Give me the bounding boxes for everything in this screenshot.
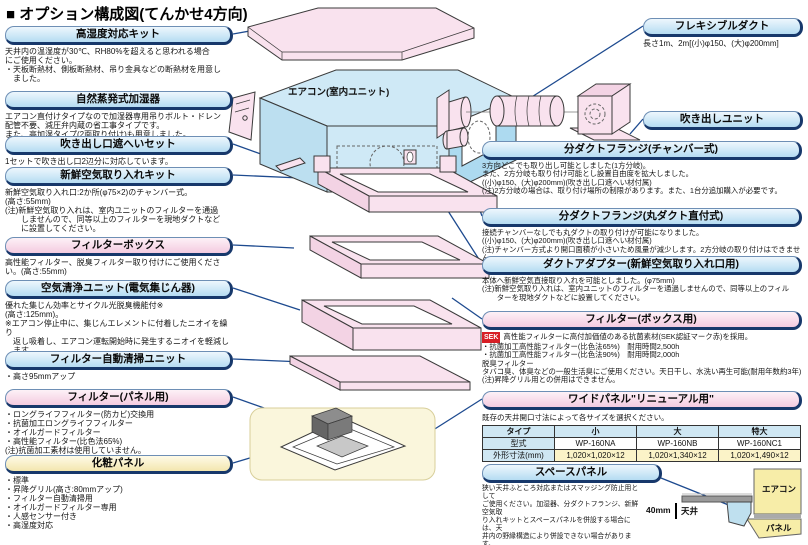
dimension-row-label: 外形寸法(mm)	[482, 449, 555, 462]
box-blowout-unit-header: 吹き出しユニット	[643, 111, 803, 130]
box-filter-for-panel-body: ・ロングライフフィルター(防カビ)交換用 ・抗菌加工ロングライフフィルター ・オ…	[5, 410, 155, 456]
col-large: 大	[636, 425, 719, 438]
box-duct-adapter-body: 本体へ新鮮空気直接取り入れを可能としました。(φ75mm) (注)新鮮空気取り入…	[482, 276, 790, 302]
dimension-large: 1,020×1,340×12	[636, 449, 719, 462]
flexible-duct-drawing	[466, 95, 580, 127]
box-natural-evap-humidifier-header: 自然蒸発式加湿器	[5, 91, 233, 110]
model-row-label: 型式	[482, 437, 555, 450]
box-filter-box: フィルターボックス 高性能フィルター、脱臭フィルター取り付けにご使用くださ い。…	[5, 237, 233, 276]
round-flange-drawing	[442, 127, 469, 150]
box-filter-auto-clean-unit-header: フィルター自動清掃ユニット	[5, 351, 233, 370]
box-filter-auto-clean-unit: フィルター自動清掃ユニット ・高さ95mmアップ	[5, 351, 233, 381]
box-natural-evap-humidifier-body: エアコン直付けタイプなので加湿器専用吊りボルト・ドレン 配管不要、減圧弁内蔵の省…	[5, 112, 221, 140]
box-fresh-air-intake-kit: 新鮮空気取り入れキット 新鮮空気取り入れ口:2か所(φ75×2)のチャンバー式。…	[5, 167, 233, 233]
box-branch-duct-flange-chamber: 分ダクトフランジ(チャンバー式) 3方向どこでも取り出し可能としました(1方分岐…	[482, 141, 802, 195]
air-clean-unit-drawing	[301, 299, 482, 351]
ac-unit-label: エアコン(室内ユニット)	[288, 87, 390, 98]
box-duct-adapter-header: ダクトアダプター(新鮮空気取り入れ口用)	[482, 256, 802, 275]
wide-panel-table-header-row: タイプ 小 大 特大	[482, 425, 801, 438]
col-xlarge: 特大	[718, 425, 801, 438]
box-high-humidity-kit-body: 天井内の温湿度が30℃、RH80%を超えると思われる場合 にご使用ください。 ・…	[5, 47, 221, 84]
ceiling-label: 天井	[681, 506, 699, 516]
dimension-xlarge: 1,020×1,490×12	[718, 449, 801, 462]
wide-panel-caption: 既存の天井開口寸法によって各サイズを選択ください。	[482, 413, 669, 422]
box-branch-duct-flange-round: 分ダクトフランジ(丸ダクト直付式) 接続チャンバーなしでも丸ダクトの取り付けが可…	[482, 208, 802, 262]
decor-panel-drawing	[249, 407, 436, 481]
filter-box-drawing	[309, 235, 490, 279]
humidifier-drawing	[228, 91, 256, 141]
model-small: WP-160NA	[554, 437, 637, 450]
box-filter-box-header: フィルターボックス	[5, 237, 233, 256]
fresh-air-kit-drawing	[313, 149, 498, 213]
box-natural-evap-humidifier: 自然蒸発式加湿器 エアコン直付けタイプなので加湿器専用吊りボルト・ドレン 配管不…	[5, 91, 233, 139]
box-wide-panel: ワイドパネル"リニューアル用" 既存の天井開口寸法によって各サイズを選択ください…	[482, 391, 802, 462]
dimension-label: 40mm	[646, 505, 671, 515]
box-high-humidity-kit-header: 高湿度対応キット	[5, 26, 233, 45]
box-outlet-shield-set-body: 1セットで吹き出し口2辺分に対応しています。	[5, 157, 173, 166]
box-flexible-duct-body: 長さ1m、2m[(小)φ150、(大)φ200mm]	[643, 39, 779, 48]
box-duct-adapter: ダクトアダプター(新鮮空気取り入れ口用) 本体へ新鮮空気直接取り入れを可能としま…	[482, 256, 802, 302]
box-filter-for-panel: フィルター(パネル用) ・ロングライフフィルター(防カビ)交換用 ・抗菌加工ロン…	[5, 389, 233, 455]
box-outlet-shield-set-header: 吹き出し口遮へいセット	[5, 136, 233, 155]
wide-panel-table: タイプ 小 大 特大 型式 WP-160NA WP-160NB WP-160NC…	[482, 425, 801, 462]
box-air-cleaning-unit-header: 空気清浄ユニット(電気集じん器)	[5, 280, 233, 299]
box-space-panel-body: 狭い天井ふところ対応またはスマッジング防止用として ご使用ください。加湿器、分ダ…	[482, 485, 639, 545]
box-outlet-shield-set: 吹き出し口遮へいセット 1セットで吹き出し口2辺分に対応しています。	[5, 136, 233, 166]
panel-section-label: パネル	[766, 523, 792, 533]
box-decorative-panel-body: ・標準 ・昇降グリル(高さ:80mmアップ) ・フィルター自動清掃用 ・オイルガ…	[5, 476, 123, 531]
box-space-panel: スペースパネル 狭い天井ふところ対応またはスマッジング防止用として ご使用くださ…	[482, 464, 662, 545]
outlet-shield-drawing	[275, 157, 306, 172]
box-air-cleaning-unit: 空気清浄ユニット(電気集じん器) 優れた集じん効率とサイクル光脱臭機能付※ (高…	[5, 280, 233, 355]
dimension-small: 1,020×1,020×12	[554, 449, 637, 462]
page-title: ■ オプション構成図(てんかせ4方向)	[6, 6, 248, 23]
sek-certification-badge: SEK	[482, 332, 501, 343]
box-fresh-air-intake-kit-body: 新鮮空気取り入れ口:2か所(φ75×2)のチャンバー式。 (高さ:55mm) (…	[5, 188, 221, 234]
wide-panel-table-dimension-row: 外形寸法(mm) 1,020×1,020×12 1,020×1,340×12 1…	[482, 449, 801, 462]
box-blowout-unit: 吹き出しユニット	[643, 111, 803, 130]
box-branch-duct-flange-round-header: 分ダクトフランジ(丸ダクト直付式)	[482, 208, 802, 227]
auto-clean-plate-drawing	[289, 355, 471, 391]
box-air-cleaning-unit-body: 優れた集じん効率とサイクル光脱臭機能付※ (高さ:125mm)。 ※エアコン停止…	[5, 301, 229, 355]
box-filter-auto-clean-unit-body: ・高さ95mmアップ	[5, 372, 76, 381]
model-xlarge: WP-160NC1	[718, 437, 801, 450]
blowout-unit-drawing	[569, 83, 641, 141]
box-flexible-duct-header: フレキシブルダクト	[643, 18, 803, 37]
col-small: 小	[554, 425, 637, 438]
box-space-panel-header: スペースパネル	[482, 464, 662, 483]
col-type: タイプ	[482, 425, 555, 438]
box-decorative-panel: 化粧パネル ・標準 ・昇降グリル(高さ:80mmアップ) ・フィルター自動清掃用…	[5, 455, 233, 530]
box-high-humidity-kit: 高湿度対応キット 天井内の温湿度が30℃、RH80%を超えると思われる場合 にご…	[5, 26, 233, 83]
box-branch-duct-flange-chamber-header: 分ダクトフランジ(チャンバー式)	[482, 141, 802, 160]
ceiling-section-drawing	[675, 468, 802, 539]
box-branch-duct-flange-chamber-body: 3方向どこでも取り出し可能としました(1方分岐)。 また、2方分岐も取り付け可能…	[482, 161, 782, 196]
box-filter-for-panel-header: フィルター(パネル用)	[5, 389, 233, 408]
box-filter-for-box-header: フィルター(ボックス用)	[482, 311, 802, 330]
aircon-section-label: エアコン	[761, 484, 796, 494]
model-large: WP-160NB	[636, 437, 719, 450]
box-decorative-panel-header: 化粧パネル	[5, 455, 233, 474]
insulation-plate-drawing	[247, 7, 475, 61]
box-wide-panel-header: ワイドパネル"リニューアル用"	[482, 391, 802, 410]
wide-panel-table-model-row: 型式 WP-160NA WP-160NB WP-160NC1	[482, 437, 801, 450]
box-filter-box-body: 高性能フィルター、脱臭フィルター取り付けにご使用くださ い。(高さ:55mm)	[5, 258, 221, 277]
box-filter-for-box-text: 高性能フィルターに高付加価値のある抗菌素材(SEK認証マーク赤)を採用。 ・抗菌…	[482, 332, 802, 385]
box-flexible-duct: フレキシブルダクト 長さ1m、2m[(小)φ150、(大)φ200mm]	[643, 18, 803, 48]
box-fresh-air-intake-kit-header: 新鮮空気取り入れキット	[5, 167, 233, 186]
